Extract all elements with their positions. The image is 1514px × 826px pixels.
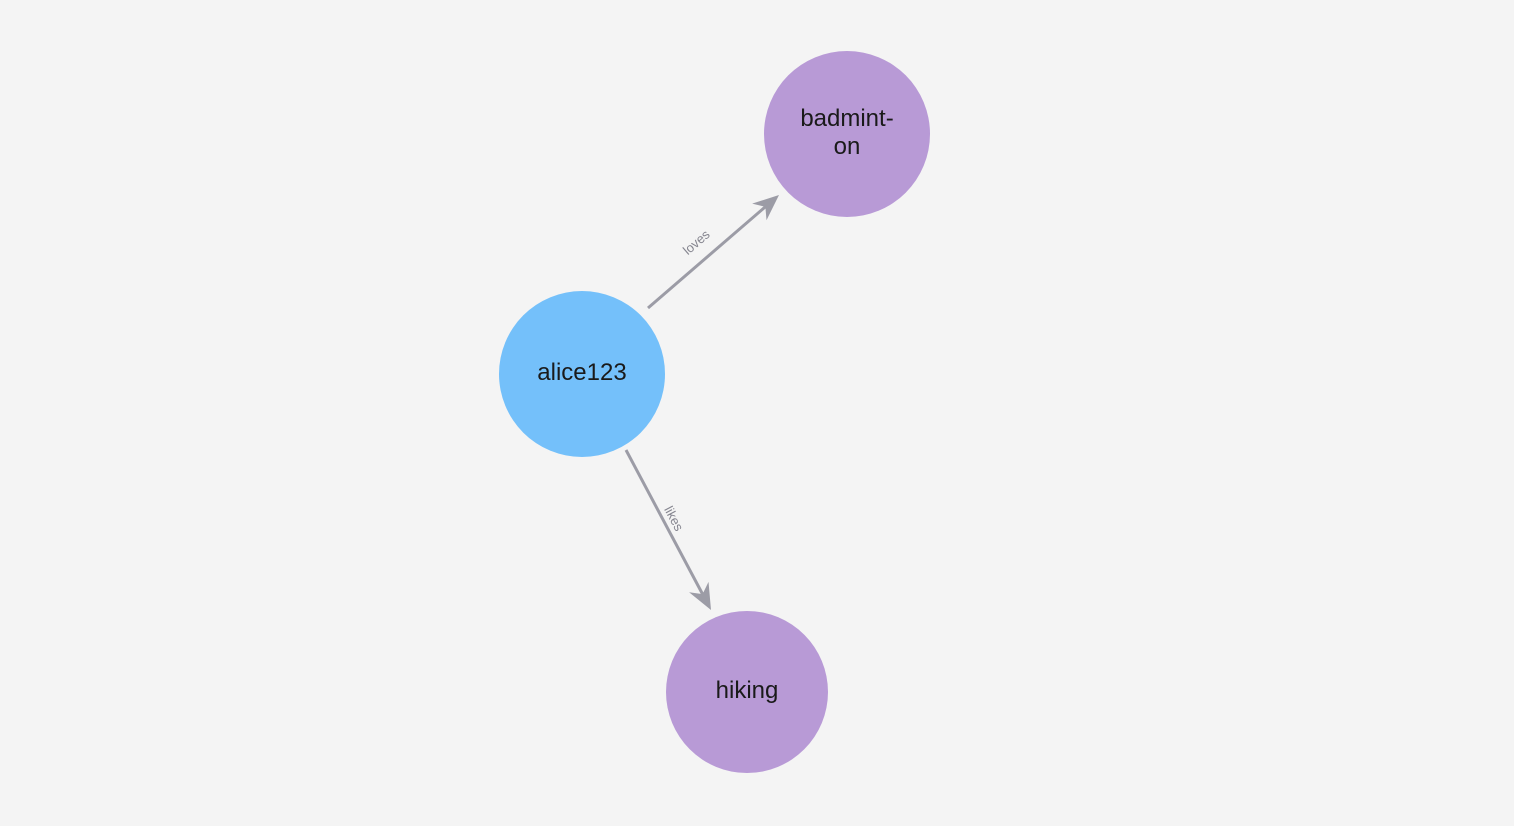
node-circle[interactable] (499, 291, 665, 457)
edge-label-loves: loves (680, 226, 713, 258)
node-circle[interactable] (764, 51, 930, 217)
node-alice123[interactable]: alice123 (499, 291, 665, 457)
edge-line[interactable] (647, 204, 768, 310)
node-badminton[interactable]: badmint-on (764, 51, 930, 217)
edge-line[interactable] (624, 449, 705, 597)
nodes-layer: alice123 badmint-on hiking (499, 51, 930, 773)
edge-alice123-loves-badminton[interactable]: loves (647, 195, 779, 310)
node-hiking[interactable]: hiking (666, 611, 828, 773)
node-circle[interactable] (666, 611, 828, 773)
edge-alice123-likes-hiking[interactable]: likes (624, 449, 711, 610)
edge-label-likes: likes (661, 503, 687, 533)
arrowhead-icon (752, 195, 779, 221)
arrowhead-icon (689, 581, 711, 610)
